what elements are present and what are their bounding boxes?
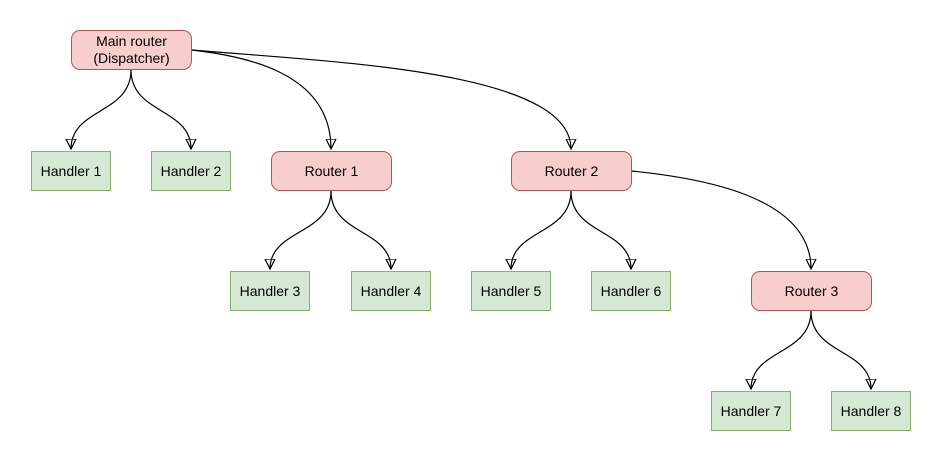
- node-label: Handler 4: [360, 282, 422, 299]
- node-label: Main router (Dispatcher): [93, 33, 170, 66]
- edge-router-3-to-handler-7: [751, 310, 812, 389]
- node-handler-4: Handler 4: [351, 271, 431, 311]
- node-label: Router 1: [304, 162, 359, 179]
- edge-router-3-to-handler-8: [810, 310, 871, 389]
- node-handler-2: Handler 2: [151, 151, 231, 191]
- node-router-1: Router 1: [271, 151, 392, 191]
- node-label: Handler 8: [840, 402, 902, 419]
- node-label: Router 2: [544, 162, 599, 179]
- edge-router-1-to-handler-3: [270, 190, 332, 269]
- edge-router-1-to-handler-4: [330, 190, 391, 269]
- node-handler-8: Handler 8: [831, 391, 911, 431]
- edge-main-router-to-handler-1: [71, 69, 132, 149]
- node-main-router: Main router (Dispatcher): [71, 30, 192, 70]
- edge-router-2-to-router-3: [631, 170, 811, 269]
- node-label: Router 3: [784, 282, 839, 299]
- node-label: Handler 5: [480, 282, 542, 299]
- node-router-3: Router 3: [751, 271, 872, 311]
- node-label: Handler 6: [600, 282, 662, 299]
- edge-main-router-to-router-1: [191, 49, 331, 149]
- node-label: Handler 3: [239, 282, 301, 299]
- node-router-2: Router 2: [511, 151, 632, 191]
- node-handler-6: Handler 6: [591, 271, 671, 311]
- edge-main-router-to-handler-2: [130, 69, 191, 149]
- edge-main-router-to-router-2: [191, 49, 571, 149]
- node-label: Handler 7: [720, 402, 782, 419]
- edge-router-2-to-handler-6: [570, 190, 631, 269]
- node-handler-3: Handler 3: [230, 271, 310, 311]
- edge-router-2-to-handler-5: [511, 190, 572, 269]
- node-handler-5: Handler 5: [471, 271, 551, 311]
- node-handler-1: Handler 1: [31, 151, 111, 191]
- node-handler-7: Handler 7: [711, 391, 791, 431]
- node-label: Handler 1: [40, 162, 102, 179]
- node-label: Handler 2: [160, 162, 222, 179]
